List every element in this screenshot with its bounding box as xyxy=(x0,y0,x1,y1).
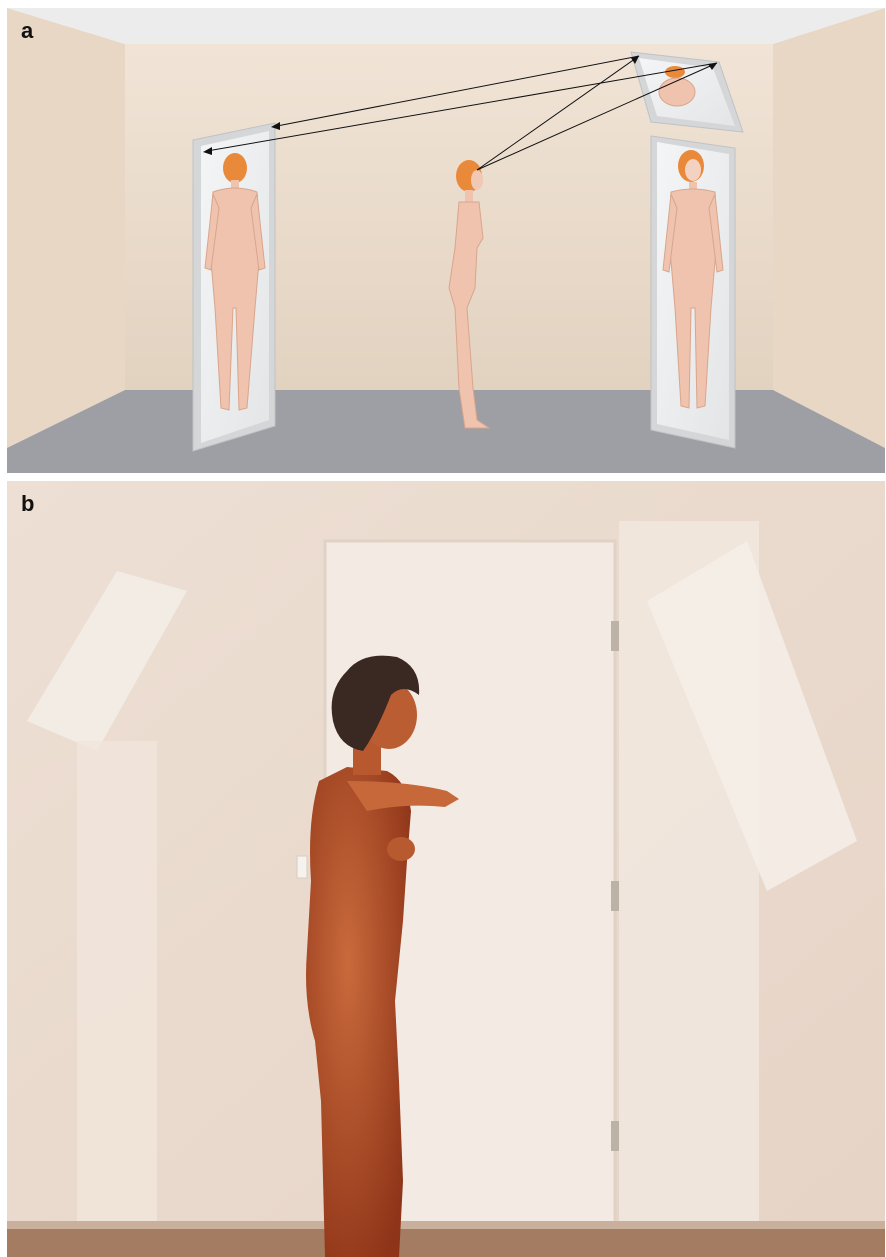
ceiling xyxy=(7,8,885,44)
door-hinge-top xyxy=(611,621,619,651)
door-hinge-mid xyxy=(611,881,619,911)
panel-b-photograph: b xyxy=(7,481,885,1257)
panel-a-label: a xyxy=(21,18,33,44)
right-mirror xyxy=(651,136,735,448)
left-wall xyxy=(7,8,125,448)
patient-photograph xyxy=(7,481,885,1257)
baseboard xyxy=(7,1221,885,1229)
panel-b-label: b xyxy=(21,491,34,517)
left-mirror-panel xyxy=(77,741,157,1241)
right-wall xyxy=(773,8,885,448)
left-mirror xyxy=(193,123,275,451)
door-hinge-bottom xyxy=(611,1121,619,1151)
mirror-room-illustration xyxy=(7,8,885,473)
floor-strip xyxy=(7,1226,885,1257)
panel-a-illustration: a xyxy=(7,8,885,473)
light-switch xyxy=(297,856,307,878)
floor xyxy=(7,390,885,473)
